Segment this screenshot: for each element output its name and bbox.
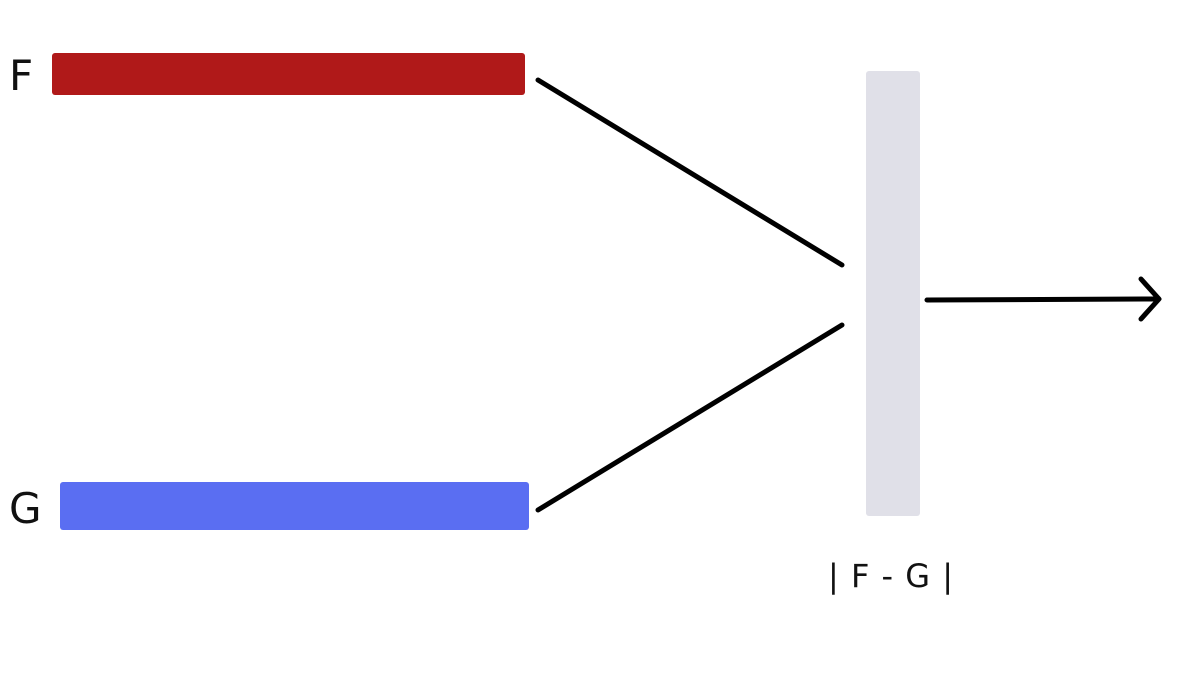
input-bar-f: [52, 53, 525, 95]
arrow-right-icon: [924, 276, 1162, 322]
connector-g-to-node: [535, 322, 845, 513]
input-label-g: G: [9, 484, 42, 533]
output-arrow-shaft: [924, 296, 1160, 303]
difference-formula: | F - G |: [828, 557, 954, 595]
difference-node: [866, 71, 920, 516]
input-bar-g: [60, 482, 529, 530]
connector-f-to-node: [535, 77, 845, 268]
input-label-f: F: [9, 51, 34, 100]
output-arrow-head: [1138, 276, 1162, 322]
